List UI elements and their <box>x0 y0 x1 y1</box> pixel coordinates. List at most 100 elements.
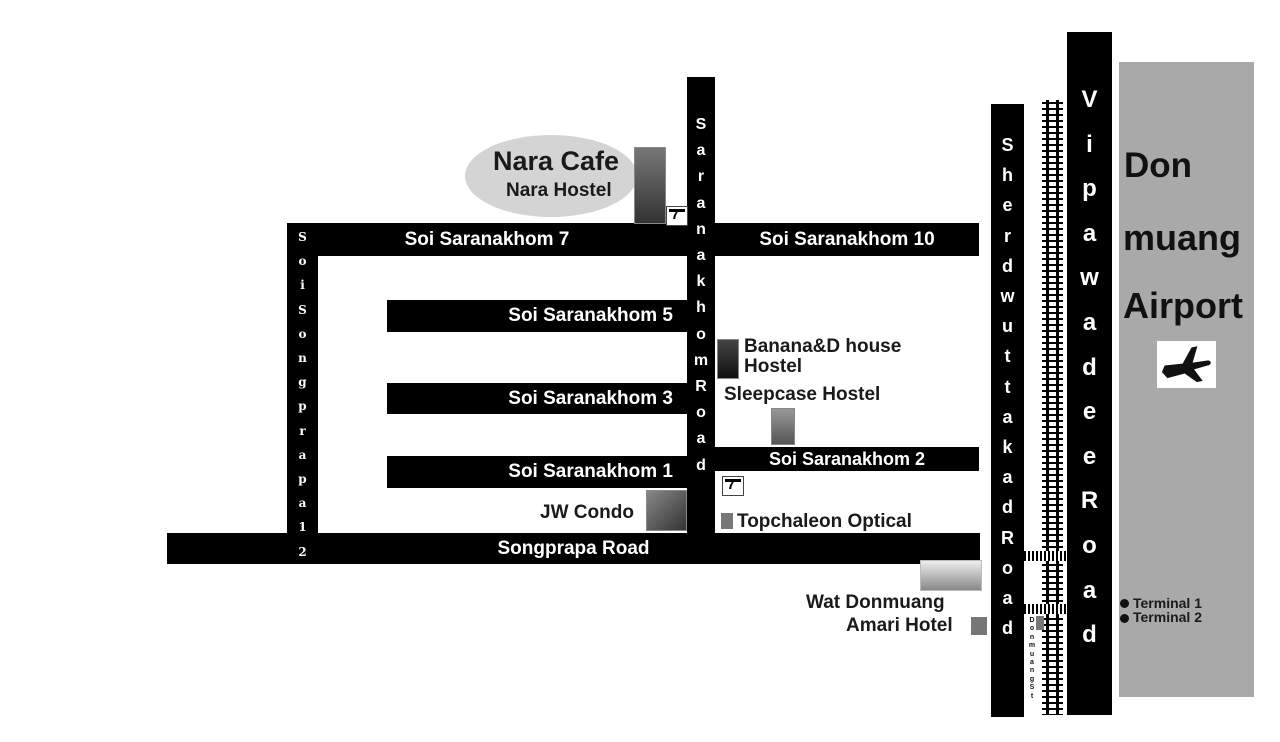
road-letter: k <box>696 273 706 291</box>
soi-saranakhom-2: Soi Saranakhom 2 <box>715 447 979 471</box>
road-letter: d <box>1002 255 1013 276</box>
road-letter: a <box>1002 467 1013 488</box>
road-letter: S <box>1001 135 1014 155</box>
road-letter: o <box>696 325 706 343</box>
road-letter: a <box>696 247 706 264</box>
road-letter: r <box>1003 225 1011 246</box>
road-letter: t <box>1004 346 1011 367</box>
donmuang-station-marker <box>1036 616 1044 630</box>
road-letter: d <box>1002 497 1013 518</box>
road-letter: a <box>696 194 706 212</box>
amari-hotel-marker <box>971 617 987 635</box>
sleepcase-hostel-photo <box>771 408 795 445</box>
soi-saranakhom-3: Soi Saranakhom 3 <box>387 383 687 414</box>
nara-building-photo <box>634 147 666 224</box>
road-letter: a <box>298 496 307 511</box>
seven-eleven-icon: 7 <box>722 476 744 496</box>
banana-hostel-label-line2: Hostel <box>744 356 803 377</box>
terminal-1-label: Terminal 1 <box>1133 595 1202 611</box>
road-letter: t <box>1030 692 1034 700</box>
road-letter: g <box>1029 675 1035 683</box>
soi-saranakhom-2-label: Soi Saranakhom 2 <box>768 448 926 469</box>
road-letter: i <box>1086 130 1093 158</box>
road-letter: k <box>1002 437 1013 457</box>
road-letter: R <box>1080 487 1099 515</box>
topchaleon-marker <box>721 513 733 529</box>
airplane-icon <box>1157 341 1216 388</box>
road-letter: p <box>1082 175 1097 203</box>
road-letter: a <box>696 430 706 448</box>
road-letter: p <box>298 472 307 486</box>
nara-cafe-highlight <box>465 135 637 217</box>
airport-title-line2: muang <box>1123 217 1242 258</box>
road-letter: a <box>1002 588 1013 608</box>
road-letter: d <box>1082 353 1097 381</box>
road-letter: w <box>1080 264 1099 292</box>
songprapa-road-label: Songprapa Road <box>497 537 650 559</box>
road-letter: S <box>695 116 707 133</box>
soi-saranakhom-10: Soi Saranakhom 10 <box>715 223 979 256</box>
road-letter: o <box>1029 625 1035 633</box>
wat-donmuang-photo <box>920 560 982 591</box>
topchaleon-optical-label: Topchaleon Optical <box>737 511 912 532</box>
road-letter: n <box>1029 667 1035 675</box>
road-letter: n <box>696 220 706 238</box>
banana-hostel-label-line1: Banana&D house <box>744 336 902 357</box>
road-letter: t <box>1004 376 1011 397</box>
road-letter: a <box>1082 309 1097 336</box>
road-letter: 1 <box>298 520 307 535</box>
sleepcase-hostel-label: Sleepcase Hostel <box>724 384 881 405</box>
road-letter: m <box>1028 642 1036 650</box>
road-letter: p <box>298 399 307 414</box>
road-letter: r <box>299 423 306 438</box>
nara-hostel-label: Nara Hostel <box>506 180 612 201</box>
road-letter: m <box>693 351 709 369</box>
road-letter: u <box>1002 316 1013 337</box>
road-letter: S <box>298 230 307 244</box>
road-letter: 2 <box>298 544 307 559</box>
road-letter: a <box>298 447 307 462</box>
road-letter: r <box>697 168 705 186</box>
nara-cafe-label: Nara Cafe <box>493 146 620 176</box>
road-letter: u <box>1029 650 1035 658</box>
terminal-2-dot <box>1120 614 1129 623</box>
road-letter: S <box>1029 684 1035 692</box>
road-letter: e <box>1002 195 1013 216</box>
soi-saranakhom-7: Soi Saranakhom 7 <box>287 223 687 256</box>
road-letter: a <box>696 142 706 160</box>
road-letter: o <box>696 404 706 422</box>
road-letter: a <box>1082 576 1097 604</box>
wat-donmuang-label: Wat Donmuang <box>806 592 945 613</box>
road-letter: d <box>1082 621 1097 649</box>
road-letter: w <box>1000 286 1015 306</box>
airport-title-line3: Airport <box>1123 285 1243 326</box>
road-letter: S <box>298 302 307 317</box>
road-letter: a <box>1002 406 1013 427</box>
road-letter: i <box>300 278 305 293</box>
road-letter: a <box>1030 659 1034 666</box>
road-letter: h <box>1002 165 1013 186</box>
road-letter: g <box>298 375 307 390</box>
road-letter: n <box>1029 633 1035 641</box>
road-letter: e <box>1082 398 1097 426</box>
road-letter: o <box>298 326 307 341</box>
airport-title-line1: Don <box>1124 146 1193 185</box>
road-letter: d <box>1002 618 1013 639</box>
road-letter: n <box>298 351 307 365</box>
road-letter: e <box>1082 442 1097 470</box>
soi-saranakhom-3-label: Soi Saranakhom 3 <box>508 387 673 409</box>
railway-crossing-station <box>1024 604 1067 614</box>
soi-saranakhom-5-label: Soi Saranakhom 5 <box>508 305 673 326</box>
railway-crossing-songprapa <box>1024 551 1067 561</box>
road-letter: a <box>1082 219 1097 247</box>
soi-saranakhom-7-label: Soi Saranakhom 7 <box>404 228 570 250</box>
seven-eleven-icon: 7 <box>666 206 688 226</box>
soi-saranakhom-1-label: Soi Saranakhom 1 <box>508 461 673 482</box>
road-letter: o <box>1002 557 1013 578</box>
road-letter: d <box>696 456 706 474</box>
road-letter: o <box>298 254 307 269</box>
